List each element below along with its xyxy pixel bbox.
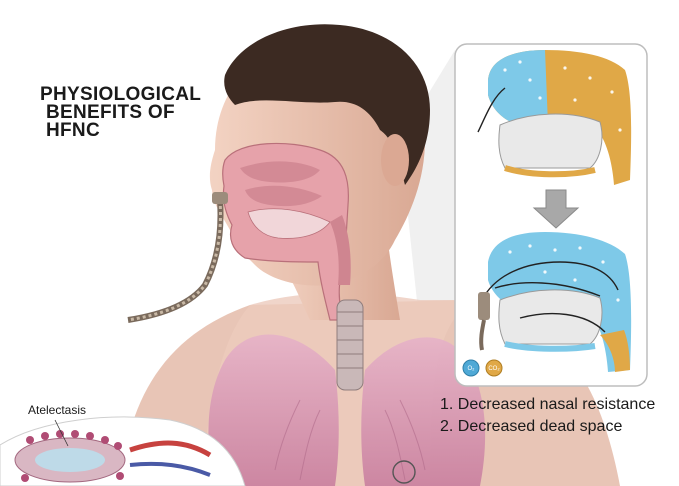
ear xyxy=(381,134,409,186)
title-line-3: HFNC xyxy=(46,121,100,141)
trachea xyxy=(337,300,363,390)
atelectasis-label: Atelectasis xyxy=(28,403,86,417)
zoom-panel: O₂ CO₂ xyxy=(455,44,647,386)
o2-legend-label: O₂ xyxy=(468,366,476,372)
benefit-item: 1. Decreased nasal resistance xyxy=(440,394,655,416)
o2-legend-icon: O₂ xyxy=(463,360,479,376)
co2-legend-icon: CO₂ xyxy=(486,360,502,376)
co2-legend-label: CO₂ xyxy=(488,366,500,372)
benefit-item: 2. Decreased dead space xyxy=(440,416,655,438)
benefits-list: 1. Decreased nasal resistance 2. Decreas… xyxy=(440,394,655,438)
